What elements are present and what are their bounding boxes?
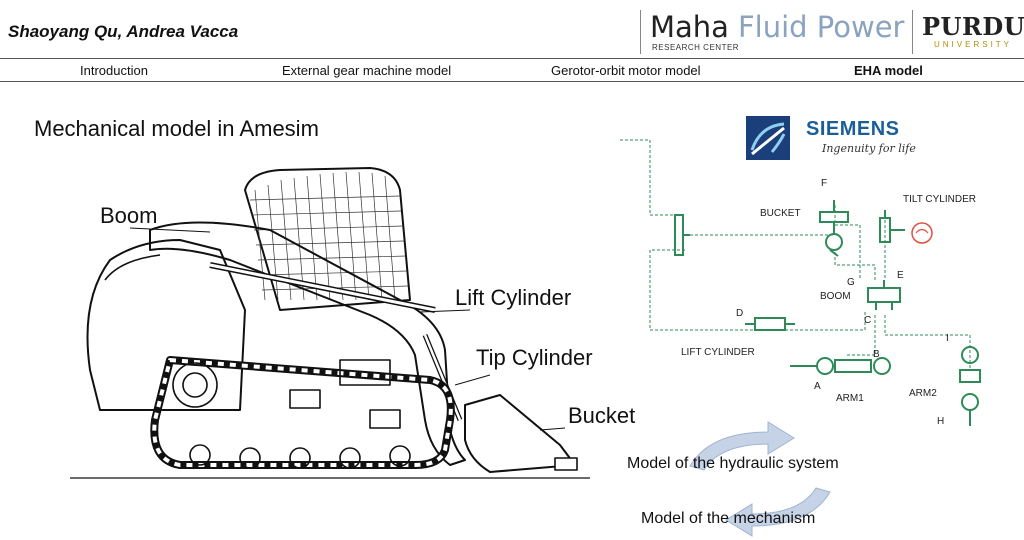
- nav-item-eha-model[interactable]: EHA model: [854, 63, 923, 78]
- schematic-label-g: G: [847, 277, 855, 288]
- callout-bucket: Bucket: [568, 403, 636, 428]
- skid-steer-loader-illustration: [70, 167, 590, 479]
- schematic-label-arm2: ARM2: [909, 388, 937, 399]
- schematic-label-i: I: [946, 333, 949, 344]
- slide-title: Mechanical model in Amesim: [34, 116, 319, 141]
- schematic-label-arm1: ARM1: [836, 393, 864, 404]
- siemens-name: SIEMENS: [806, 118, 900, 140]
- nav-item-gerotor[interactable]: Gerotor-orbit motor model: [551, 63, 701, 78]
- header-divider-left: [640, 10, 641, 54]
- nav-item-introduction[interactable]: Introduction: [80, 63, 148, 78]
- authors: Shaoyang Qu, Andrea Vacca: [8, 22, 239, 41]
- nav-top-rule: [0, 58, 1024, 59]
- fluid-power-logo-text: Fluid Power: [738, 10, 905, 44]
- header-divider-right: [912, 10, 913, 54]
- university-text: UNIVERSITY: [934, 40, 1013, 49]
- cycle-label-mechanism: Model of the mechanism: [641, 510, 816, 527]
- schematic-label-d: D: [736, 308, 744, 319]
- callout-tip-cylinder: Tip Cylinder: [476, 345, 593, 370]
- nav-bottom-rule: [0, 81, 1024, 82]
- maha-logo-text: Maha: [650, 10, 729, 44]
- cycle-arrows-icon: [689, 421, 831, 537]
- schematic-label-boom: BOOM: [820, 291, 851, 302]
- schematic-label-b: B: [873, 349, 880, 360]
- research-center-text: RESEARCH CENTER: [652, 43, 740, 52]
- hydraulic-schematic-diagram: [620, 139, 981, 426]
- schematic-label-c: C: [864, 315, 872, 326]
- schematic-label-bucket: BUCKET: [760, 208, 801, 219]
- nav-item-external-gear[interactable]: External gear machine model: [282, 63, 452, 78]
- siemens-tagline: Ingenuity for life: [822, 142, 916, 155]
- schematic-label-lift-cylinder: LIFT CYLINDER: [681, 347, 755, 358]
- purdue-logo-text: PURDUE: [922, 12, 1024, 41]
- schematic-label-h: H: [937, 416, 945, 427]
- schematic-label-tilt-cylinder: TILT CYLINDER: [903, 194, 976, 205]
- schematic-label-e: E: [897, 270, 904, 281]
- schematic-label-f: F: [821, 178, 828, 189]
- siemens-logo-icon: [746, 116, 790, 160]
- schematic-label-a: A: [814, 381, 821, 392]
- callout-lift-cylinder: Lift Cylinder: [455, 285, 572, 310]
- cycle-label-hydraulic: Model of the hydraulic system: [627, 455, 839, 472]
- callout-boom: Boom: [100, 203, 158, 228]
